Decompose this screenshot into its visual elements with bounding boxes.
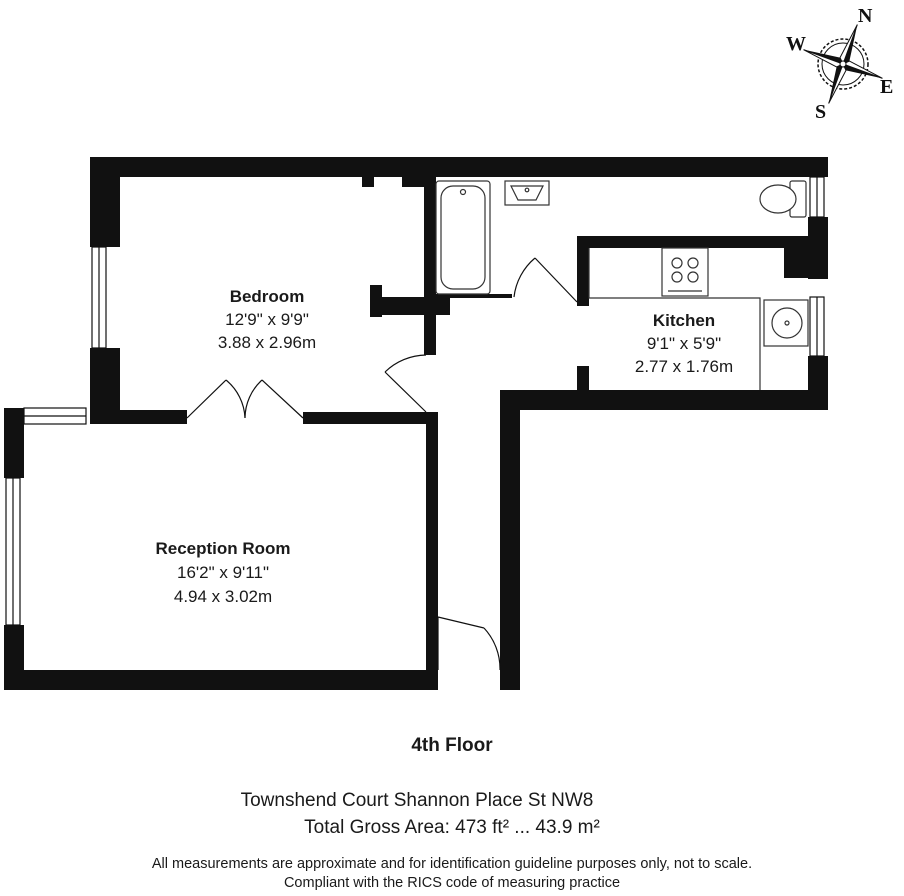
compass-rose: N W E S — [786, 5, 893, 123]
kitchen-hob — [661, 247, 709, 297]
windows — [5, 176, 825, 626]
toilet — [759, 180, 807, 218]
kitchen-counter — [588, 248, 761, 390]
room-label-reception: Reception Room 16'2" x 9'11" 4.94 x 3.02… — [155, 539, 290, 606]
total-gross-area: Total Gross Area: 473 ft² ... 43.9 m² — [304, 817, 600, 838]
reception-name: Reception Room — [155, 539, 290, 558]
floor-plan: N W E S — [4, 5, 893, 690]
disclaimer-line-1: All measurements are approximate and for… — [151, 856, 753, 872]
bedroom-imperial: 12'9" x 9'9" — [225, 310, 309, 329]
compass-north-label: N — [858, 5, 873, 27]
disclaimer-line-2: Compliant with the RICS code of measurin… — [283, 875, 621, 891]
reception-metric: 4.94 x 3.02m — [174, 587, 272, 606]
bedroom-name: Bedroom — [230, 287, 305, 306]
reception-imperial: 16'2" x 9'11" — [177, 563, 269, 582]
compass-east-label: E — [880, 76, 893, 98]
kitchen-imperial: 9'1" x 5'9" — [647, 334, 721, 353]
kitchen-name: Kitchen — [653, 311, 715, 330]
kitchen-metric: 2.77 x 1.76m — [635, 357, 733, 376]
floor-label: 4th Floor — [411, 735, 493, 756]
walls — [4, 157, 828, 690]
room-label-kitchen: Kitchen 9'1" x 5'9" 2.77 x 1.76m — [635, 311, 733, 376]
doors — [186, 257, 578, 671]
compass-west-label: W — [786, 33, 806, 55]
compass-south-label: S — [815, 101, 826, 123]
bedroom-metric: 3.88 x 2.96m — [218, 333, 316, 352]
property-address: Townshend Court Shannon Place St NW8 — [240, 790, 594, 811]
kitchen-sink — [763, 299, 809, 347]
room-label-bedroom: Bedroom 12'9" x 9'9" 3.88 x 2.96m — [218, 287, 316, 352]
fixtures — [435, 180, 809, 390]
